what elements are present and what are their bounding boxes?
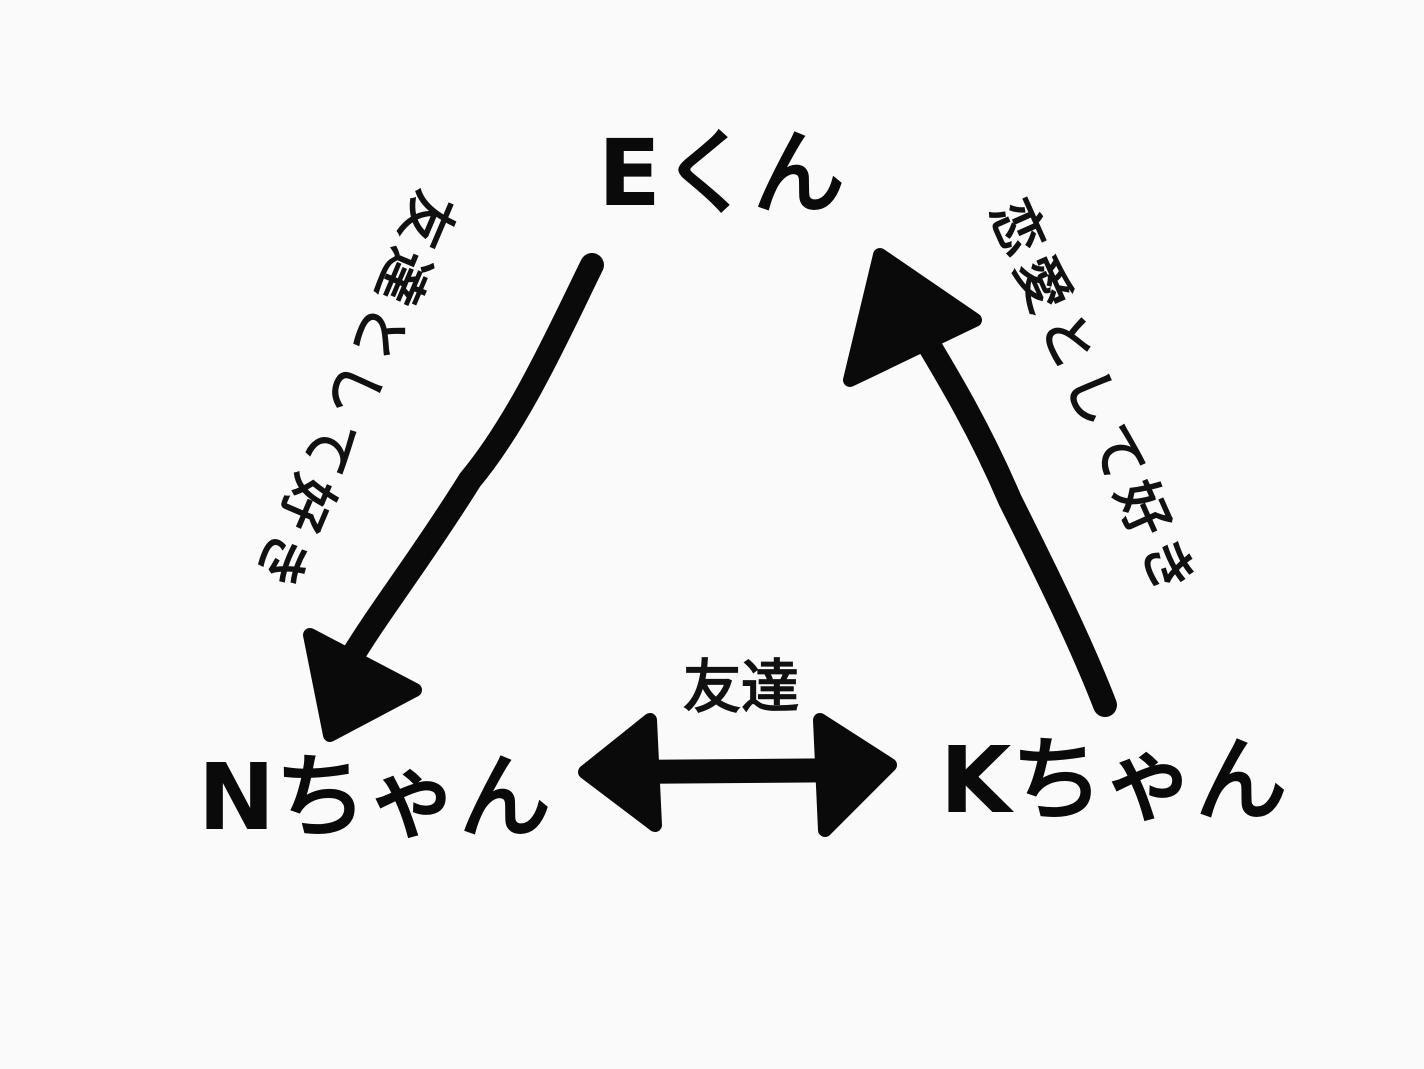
arrowhead-n xyxy=(303,628,422,742)
arrowhead-left xyxy=(578,713,662,832)
arrowhead-e xyxy=(843,248,982,387)
node-n-chan: Nちゃん xyxy=(198,744,551,851)
node-k-chan: Kちゃん xyxy=(940,727,1288,834)
arrow-k-to-e xyxy=(908,318,1117,717)
label-n-k: 友達 xyxy=(683,653,800,721)
arrowhead-right xyxy=(813,713,897,837)
node-e-kun: Eくん xyxy=(598,120,845,227)
arrow-e-to-n xyxy=(338,253,604,672)
